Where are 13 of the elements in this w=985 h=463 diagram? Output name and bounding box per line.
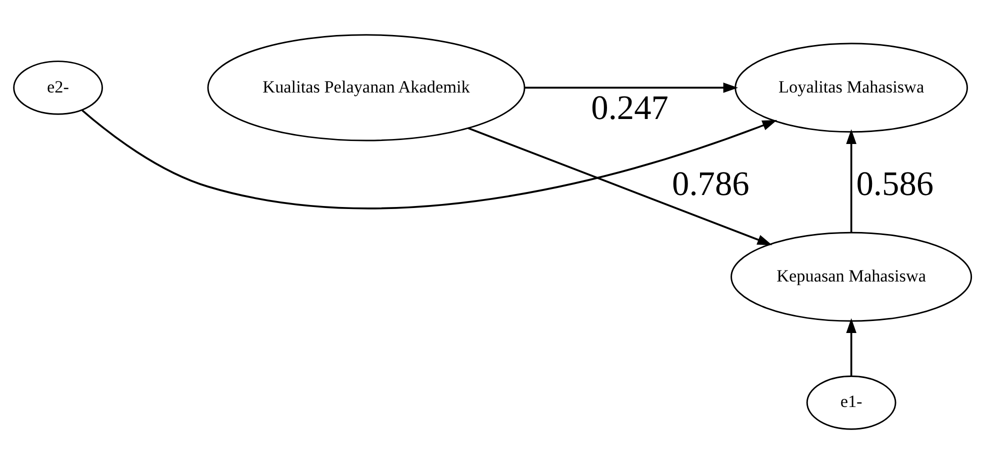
arrow: [846, 128, 856, 232]
arrow: [468, 126, 772, 245]
node-ellipse: e1-: [806, 375, 896, 430]
arrow: [82, 109, 778, 209]
node-ellipse: Loyalitas Mahasiswa: [734, 42, 968, 132]
edge-label: 0.786: [672, 164, 750, 203]
arrow: [846, 318, 856, 376]
edge-label: 0.247: [591, 88, 668, 126]
node-ellipse: Kualitas Pelayanan Akademik: [207, 34, 526, 141]
node-ellipse: Kepuasan Mahasiswa: [730, 231, 972, 322]
edge-label: 0.586: [856, 164, 934, 203]
node-ellipse: e2-: [13, 60, 103, 114]
arrow: [524, 82, 738, 92]
